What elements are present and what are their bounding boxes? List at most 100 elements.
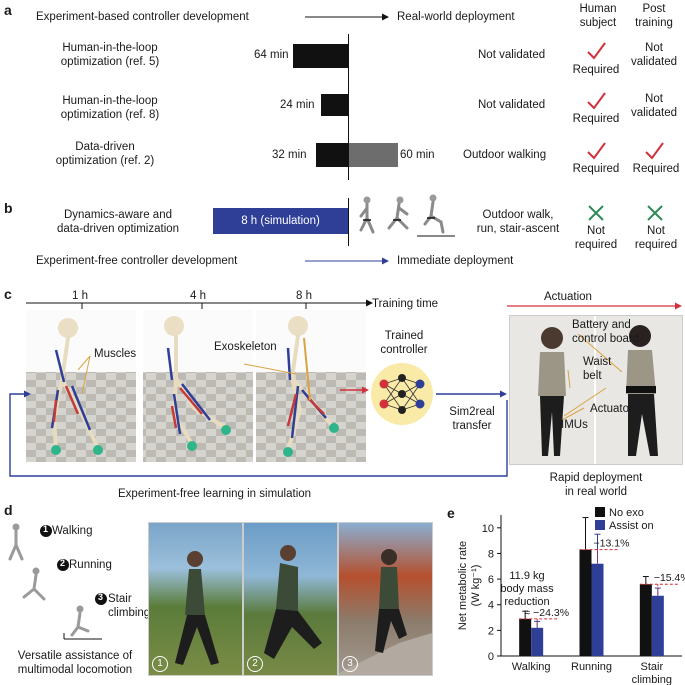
header-arrow xyxy=(305,13,389,21)
body-mass-note: body mass xyxy=(500,583,554,595)
header-right: Real-world deployment xyxy=(397,11,515,23)
y-tick-label: 0 xyxy=(488,651,494,663)
annotation-label: −15.4% xyxy=(654,572,685,584)
walking-label: Walking xyxy=(52,525,93,537)
footer-left: Experiment-free controller development xyxy=(36,255,238,267)
post-row-3: Required xyxy=(632,163,680,175)
body-mass-note: 11.9 kg xyxy=(509,570,544,582)
photo-stair: 3 xyxy=(338,522,433,676)
step-num-3: 3 xyxy=(98,592,104,602)
annotation-label: −24.3% xyxy=(533,607,569,619)
bar-no-exo xyxy=(519,618,532,656)
y-axis-label-units: (W kg⁻¹) xyxy=(470,565,482,607)
footer-right: Immediate deployment xyxy=(397,255,514,267)
photo-number: 1 xyxy=(152,656,168,672)
time-row-3-left: 32 min xyxy=(272,149,307,161)
locomotion-figures xyxy=(8,523,107,640)
time-row-2: 24 min xyxy=(280,99,315,111)
panel-label-e: e xyxy=(447,505,455,521)
learning-loop-arrow xyxy=(9,390,508,477)
x-tick-label: Walking xyxy=(512,661,551,673)
y-axis-label: Net metabolic rate xyxy=(457,541,469,630)
training-time-label: Training time xyxy=(372,298,439,310)
panel-label-d: d xyxy=(4,502,13,518)
header-left: Experiment-based controller development xyxy=(36,11,249,23)
x-tick-label: climbing xyxy=(632,674,672,685)
loop-label: Experiment-free learning in simulation xyxy=(118,488,312,500)
bar-assist-on xyxy=(651,595,664,656)
check-icon xyxy=(587,42,606,60)
deployment-b: Outdoor walk,run, stair-ascent xyxy=(476,209,560,235)
simulation-bar-label: 8 h (simulation) xyxy=(241,215,320,227)
deployment-row-3: Outdoor walking xyxy=(463,149,547,161)
footer-arrow xyxy=(305,257,389,265)
legend-label: No exo xyxy=(609,507,644,519)
real-world-photo xyxy=(509,315,683,465)
time-bar-row-3-left xyxy=(316,143,348,167)
check-icon xyxy=(587,92,606,110)
deployment-row-2: Not validated xyxy=(478,99,546,111)
annotation-label: −13.1% xyxy=(594,538,630,550)
muscles-label: Muscles xyxy=(94,348,137,360)
actuation-label: Actuation xyxy=(544,291,592,303)
exo-figures-icon xyxy=(359,194,455,237)
y-tick-label: 8 xyxy=(488,548,494,560)
actuator-label: Actuator xyxy=(590,403,633,415)
cross-icon xyxy=(588,205,604,221)
simulation-scenes xyxy=(26,310,366,462)
panel-label-b: b xyxy=(4,200,13,216)
y-tick-label: 10 xyxy=(482,523,494,535)
actuation-arrow xyxy=(507,302,682,310)
time-axis-line-b xyxy=(348,198,349,246)
time-row-3-right: 60 min xyxy=(400,149,435,161)
body-mass-note: ≈ xyxy=(524,607,530,619)
step-num-2: 2 xyxy=(60,558,66,568)
panel-label-a: a xyxy=(4,2,12,18)
tick-1h: 1 h xyxy=(72,290,88,302)
photo-walking: 1 xyxy=(148,522,243,676)
cross-icon xyxy=(647,205,663,221)
to-controller-arrow xyxy=(340,386,369,394)
photo-number: 2 xyxy=(247,656,263,672)
legend-swatch xyxy=(595,520,605,530)
human-row-3: Required xyxy=(572,163,620,175)
step-num-1: 1 xyxy=(43,524,49,534)
time-bar-row-3-right xyxy=(348,143,398,167)
photo-running: 2 xyxy=(243,522,338,676)
bar-no-exo xyxy=(639,584,652,656)
neural-network-icon xyxy=(371,363,433,425)
bar-assist-on xyxy=(531,627,544,656)
bar-no-exo xyxy=(579,549,592,656)
time-axis-line xyxy=(348,34,349,180)
deployment-row-1: Not validated xyxy=(478,49,546,61)
y-tick-label: 4 xyxy=(488,600,494,612)
time-bar-row-1 xyxy=(293,44,348,68)
photo-number: 3 xyxy=(342,656,358,672)
running-label: Running xyxy=(69,559,112,571)
exoskeleton-label: Exoskeleton xyxy=(214,341,277,353)
human-row-2: Required xyxy=(572,113,620,125)
x-tick-label: Running xyxy=(571,661,612,673)
check-icon xyxy=(645,142,664,160)
sim2real-arrow xyxy=(436,390,507,398)
panel-label-c: c xyxy=(4,286,12,302)
human-row-1: Required xyxy=(572,64,620,76)
legend-swatch xyxy=(595,507,605,517)
time-row-1: 64 min xyxy=(254,49,289,61)
